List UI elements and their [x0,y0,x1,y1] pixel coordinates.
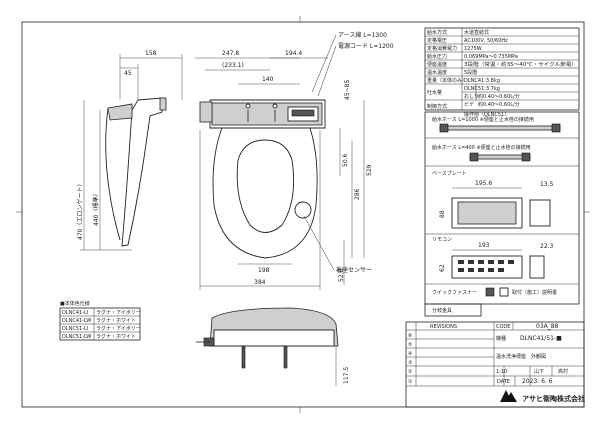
date-label: DATE [497,379,510,385]
dim-front-1944: 194.4 [285,50,302,57]
model-color-0: ラグナ・アイボリー [96,309,141,316]
revision-marker-3: ③ [408,360,412,366]
dim-side-470: 470（エロンゲート） [76,181,84,240]
model-code-0: DLNC41-LI [62,310,88,316]
spec-control-label: 制御方式 [427,103,447,110]
dim-front-2478: 247.8 [222,50,239,57]
spec-spray-value-0: 約0.40～0.60L/分 [478,93,520,100]
revision-marker-1: ① [408,379,413,385]
model-color-3: ラグナ・ホワイト [96,333,136,340]
model-table: ■本体色仕様 DLNC41-LI ラグナ・アイボリー DLNC41-LW ラグナ… [59,300,141,341]
spec-value-6: DLNC41:3.8kg [464,78,500,84]
spec-value-1: AC100V, 50/60Hz [464,38,508,44]
spec-spray-label: 吐水量 [427,89,442,96]
acc-remote-223: 22.3 [540,243,554,250]
acc-base-88: 88 [439,210,446,218]
callout-power-cord: 電源コード L=1200 [338,42,394,50]
dim-front-384: 384 [254,279,266,286]
spec-control-value: 操作部（DLNC51） [464,111,509,118]
company-logo-icon [500,390,517,402]
spec-value-2: 1275W [464,46,482,52]
revisions-header: REVISIONS [430,324,457,330]
spec-label-3: 給水圧力 [427,53,447,60]
title-block: REVISIONS ⑥ ⑤ ④ ③ ② ① CODE 03A_88 機種 DLN… [405,321,585,408]
dim-side-440: 440（標準） [92,191,100,226]
kind-label: 機種 [496,335,506,342]
model-table-title: ■本体色仕様 [60,300,90,307]
spec-spray-label-0: おしり [464,93,479,100]
approver-name: 高村 [558,368,568,375]
spec-label-0: 給水方式 [427,29,447,36]
dim-front-528: 52.8 [338,268,345,282]
acc-remote-62: 62 [439,264,446,272]
dim-side-158: 158 [145,50,157,57]
dim-front-506: 50.6 [342,153,349,167]
dim-front-2331: (233.1) [222,62,244,69]
spec-label-2: 定格消費電力 [427,45,457,52]
accessories: 給水ホース L=1000 ※便座と止水栓の接続用 給水ホース L=400 ※便座… [424,111,580,317]
spec-label-4: 便座温度 [427,61,447,68]
dim-front-4585: 45~85 [344,80,351,100]
sheet-border [21,21,585,408]
dim-front-198: 198 [258,267,270,274]
model-code-3: DLNC51-LW [62,334,91,340]
spec-spray-value-1: 約0.40～0.60L/分 [478,101,520,108]
revision-marker-2: ② [408,369,413,375]
acc-wall-note: 取付（施工）説明書 [512,289,557,296]
plan-view: 247.8 194.4 (233.1) 140 45~85 アース線 L=130… [195,31,394,290]
checker-name: 山下 [534,368,544,375]
dim-front-140: 140 [262,76,274,83]
dim-front-529: 529 [366,164,373,176]
acc-quick-fastener: クイックファスナー [432,290,477,296]
callout-earth-wire: アース線 L=1300 [338,31,387,39]
date-value: 2023. 6. 6 [522,378,553,385]
revision-marker-4: ④ [408,351,413,357]
revision-marker-6: ⑥ [408,333,413,339]
code-value: 03A_88 [536,323,559,330]
acc-remote-193: 193 [478,242,490,249]
spec-table: 給水方式 水道直結式 定格電圧 AC100V, 50/60Hz 定格消費電力 1… [424,27,580,118]
acc-base-1956: 195.6 [475,180,492,187]
dim-bottom-1175: 117.5 [343,367,350,384]
model-color-2: ラグナ・アイボリー [96,325,141,332]
acc-base-plate: ベースプレート [432,171,467,177]
revision-marker-5: ⑤ [408,342,412,348]
model-code-1: DLNC41-LW [62,318,91,324]
spec-value-0: 水道直結式 [464,29,489,36]
scale-value: 1:10 [496,369,507,375]
dim-front-286: 286 [354,188,361,200]
company-name: アサヒ衛陶株式会社 [522,394,585,403]
rear-view: 117.5 [196,307,350,386]
spec-value-7: DLNC51:3.7kg [464,86,500,92]
model-color-1: ラグナ・ホワイト [96,317,136,324]
spec-label-6: 重量（本体のみ） [427,77,467,84]
spec-value-5: 5段階 [464,69,477,76]
acc-remote: リモコン [432,237,452,243]
callout-seat-sensor: 着座センサー [336,266,372,274]
acc-hose-1000: 給水ホース L=1000 ※便座と止水栓の接続用 [432,116,534,123]
spec-value-3: 0.069MPa～0.735MPa [464,54,518,60]
drawing-name: 温水洗浄便座 外観図 [496,353,546,360]
acc-hose-400: 給水ホース L=400 ※便座と止水栓の接続用 [432,144,531,151]
spec-value-4: 3段階（常温・約35～40℃・サイクル節電） [464,61,577,68]
spec-label-1: 定格電圧 [427,37,447,44]
spec-spray-label-1: ビデ [464,101,474,108]
spec-label-5: 温水温度 [427,69,447,76]
side-view: 158 45 470（エロンゲート） 440（標準） [76,50,183,251]
kind-value: DLNC41/51-■ [520,335,562,342]
acc-base-135: 13.5 [540,181,554,188]
dim-side-45: 45 [124,70,132,77]
code-label: CODE [496,324,510,330]
model-code-2: DLNC51-LI [62,326,88,332]
acc-kit-label: 分岐金具 [432,307,452,314]
